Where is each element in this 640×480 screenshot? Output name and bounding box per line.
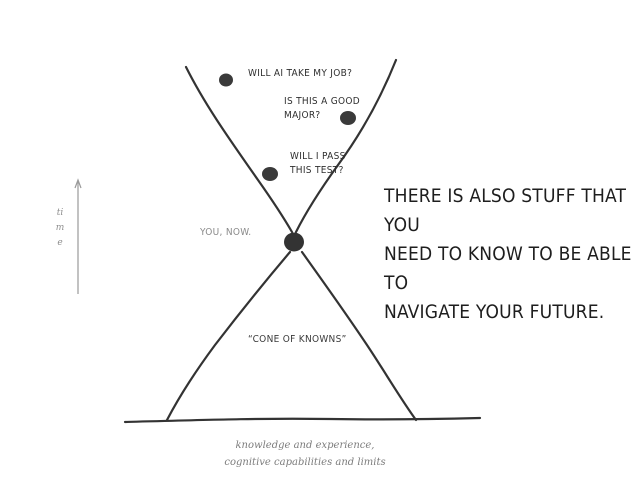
lower-cone-right-line	[300, 250, 418, 422]
baseline-axis	[123, 416, 482, 424]
question-dot-3	[262, 167, 278, 181]
you-now-label: You, now.	[200, 227, 252, 238]
cone-of-knowns-label: “Cone of Knowns”	[248, 334, 347, 345]
question-label-pass-test: Will I pass this test?	[290, 151, 346, 176]
question-label-ai-job: Will AI take my job?	[248, 68, 353, 79]
you-now-dot	[284, 232, 304, 252]
upper-cone-left-line	[184, 65, 294, 234]
question-label-good-major: Is this a good major?	[284, 96, 360, 121]
upper-cone-right-line	[294, 58, 398, 234]
baseline-axis-label: knowledge and experience, cognitive capa…	[224, 440, 386, 468]
main-statement: There is also stuff that you need to kno…	[384, 185, 632, 323]
lower-cone-left-line	[165, 250, 292, 422]
time-arrow-head	[74, 178, 82, 189]
time-axis-label: time	[55, 208, 65, 248]
question-dot-1	[219, 73, 233, 87]
question-dot-2	[340, 111, 356, 125]
